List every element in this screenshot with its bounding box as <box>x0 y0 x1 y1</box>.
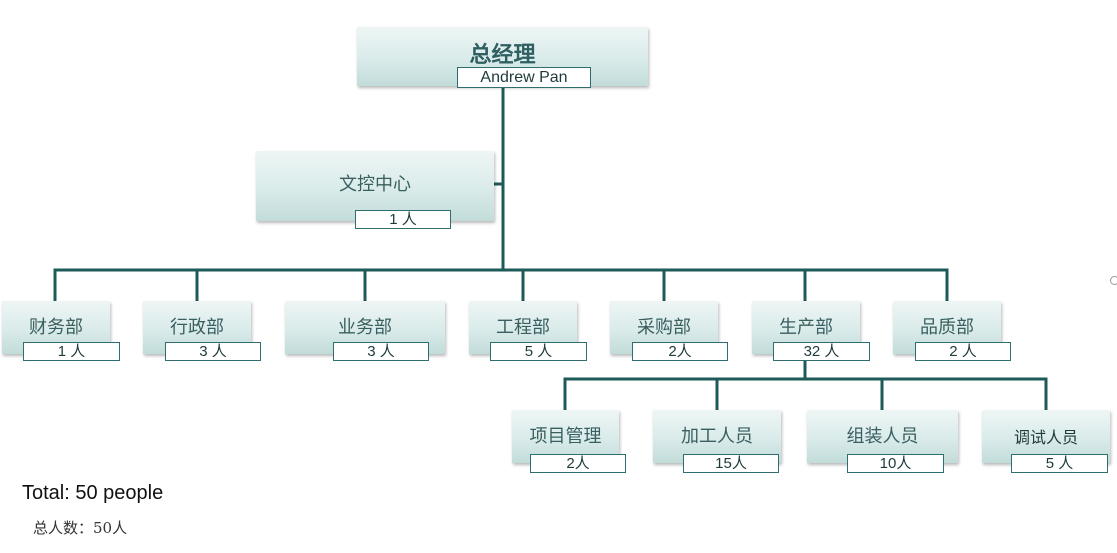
department-count: 32 人 <box>773 342 870 361</box>
staff-unit-box: 文控中心 <box>256 151 494 221</box>
department-name: 采购部 <box>637 317 691 338</box>
total-english: Total: 50 people <box>22 482 164 504</box>
production-unit-count: 15人 <box>683 454 779 473</box>
department-count: 3 人 <box>333 342 429 361</box>
department-name: 生产部 <box>779 317 833 338</box>
total-chinese: 总人数：50人 <box>33 519 128 537</box>
department-name: 财务部 <box>29 317 83 338</box>
department-count: 2人 <box>632 342 728 361</box>
production-unit-name: 加工人员 <box>681 426 753 447</box>
department-name: 品质部 <box>920 317 974 338</box>
department-name: 业务部 <box>338 317 392 338</box>
production-unit-name: 项目管理 <box>529 426 602 447</box>
department-name: 工程部 <box>496 317 550 338</box>
staff-unit-name: 文控中心 <box>339 174 411 195</box>
production-unit-name: 调试人员 <box>1013 428 1078 447</box>
department-name: 行政部 <box>170 317 224 338</box>
department-count: 1 人 <box>23 342 120 361</box>
production-unit-name: 组装人员 <box>846 426 919 447</box>
department-count: 3 人 <box>165 342 261 361</box>
production-unit-count: 10人 <box>847 454 944 473</box>
department-count: 2 人 <box>915 342 1011 361</box>
general-manager-title: 总经理 <box>469 43 536 68</box>
production-unit-count: 2人 <box>530 454 626 473</box>
production-unit-count: 5 人 <box>1011 454 1108 473</box>
edge-handle-icon <box>1110 276 1117 285</box>
general-manager-name: Andrew Pan <box>457 67 591 88</box>
department-count: 5 人 <box>490 342 587 361</box>
staff-unit-count: 1 人 <box>355 210 451 229</box>
